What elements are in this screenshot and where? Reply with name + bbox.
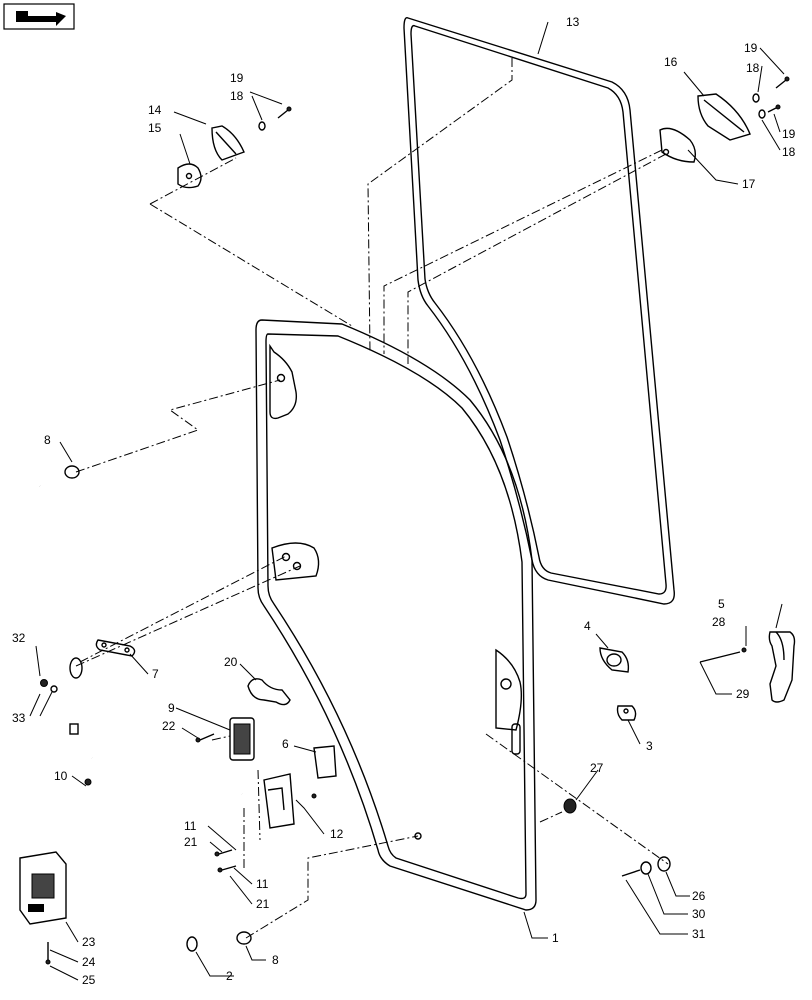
callout-15: 15 bbox=[148, 121, 162, 135]
callout-16: 16 bbox=[664, 55, 678, 69]
callout-2: 2 bbox=[226, 969, 233, 983]
decal bbox=[19, 851, 67, 925]
upper-right-hinge-plate bbox=[659, 127, 697, 163]
callout-19b: 19 bbox=[744, 41, 758, 55]
callout-25: 25 bbox=[82, 973, 96, 987]
callout-33: 33 bbox=[12, 711, 26, 725]
callout-3: 3 bbox=[646, 739, 653, 753]
callout-23: 23 bbox=[82, 935, 96, 949]
grab-bar bbox=[36, 474, 243, 952]
callout-21a: 21 bbox=[184, 835, 198, 849]
washer-lower bbox=[236, 931, 252, 945]
callout-18b: 18 bbox=[746, 61, 760, 75]
release-cable bbox=[247, 678, 291, 706]
washer-30 bbox=[640, 861, 652, 875]
callout-17: 17 bbox=[742, 177, 756, 191]
callout-labels: 13 1 14 15 19 18 16 17 19 18 19 18 8 7 3… bbox=[12, 15, 796, 987]
callout-14: 14 bbox=[148, 103, 162, 117]
handle-cover bbox=[616, 705, 637, 721]
callout-5: 5 bbox=[718, 597, 725, 611]
callout-27: 27 bbox=[590, 761, 604, 775]
upper-left-hinge-plate bbox=[177, 163, 202, 189]
callout-8b: 8 bbox=[272, 953, 279, 967]
latch-gasket bbox=[313, 745, 337, 779]
callout-21b: 21 bbox=[256, 897, 270, 911]
callout-18c: 18 bbox=[782, 145, 796, 159]
callout-6: 6 bbox=[282, 737, 289, 751]
upper-right-hinge bbox=[697, 93, 751, 141]
callout-1: 1 bbox=[552, 931, 559, 945]
leader-lines bbox=[29, 21, 785, 981]
door-frame bbox=[255, 319, 537, 911]
callout-13: 13 bbox=[566, 15, 580, 29]
callout-11b: 11 bbox=[256, 877, 269, 891]
pull-handle bbox=[768, 631, 796, 703]
callout-19c: 19 bbox=[782, 127, 796, 141]
callout-20: 20 bbox=[224, 655, 238, 669]
nut bbox=[40, 679, 48, 687]
callout-7: 7 bbox=[152, 667, 159, 681]
callout-11a: 11 bbox=[184, 819, 197, 833]
upper-left-hinge bbox=[211, 125, 245, 161]
bolt-31 bbox=[621, 869, 641, 877]
callout-8a: 8 bbox=[44, 433, 51, 447]
back-arrow-icon[interactable] bbox=[3, 3, 75, 30]
callout-4: 4 bbox=[584, 619, 591, 633]
washer-small bbox=[50, 685, 58, 693]
nut-10 bbox=[84, 778, 92, 786]
callout-12: 12 bbox=[330, 827, 344, 841]
callout-31: 31 bbox=[692, 927, 706, 941]
callout-19a: 19 bbox=[230, 71, 244, 85]
callout-32: 32 bbox=[12, 631, 26, 645]
callout-18a: 18 bbox=[230, 89, 244, 103]
center-lines bbox=[75, 58, 669, 939]
callout-30: 30 bbox=[692, 907, 706, 921]
callout-10: 10 bbox=[54, 769, 68, 783]
handle-escutcheon bbox=[599, 647, 630, 673]
callout-28: 28 bbox=[712, 615, 726, 629]
screws bbox=[45, 76, 790, 965]
door-latch bbox=[229, 717, 255, 761]
callout-26: 26 bbox=[692, 889, 706, 903]
washer-26 bbox=[657, 856, 671, 872]
callout-24: 24 bbox=[82, 955, 96, 969]
callout-22: 22 bbox=[162, 719, 176, 733]
callout-9: 9 bbox=[168, 701, 175, 715]
door-glass bbox=[403, 17, 675, 605]
callout-29: 29 bbox=[736, 687, 750, 701]
washer-upper bbox=[64, 465, 80, 479]
latch-bracket bbox=[263, 773, 295, 829]
plug bbox=[563, 798, 577, 814]
